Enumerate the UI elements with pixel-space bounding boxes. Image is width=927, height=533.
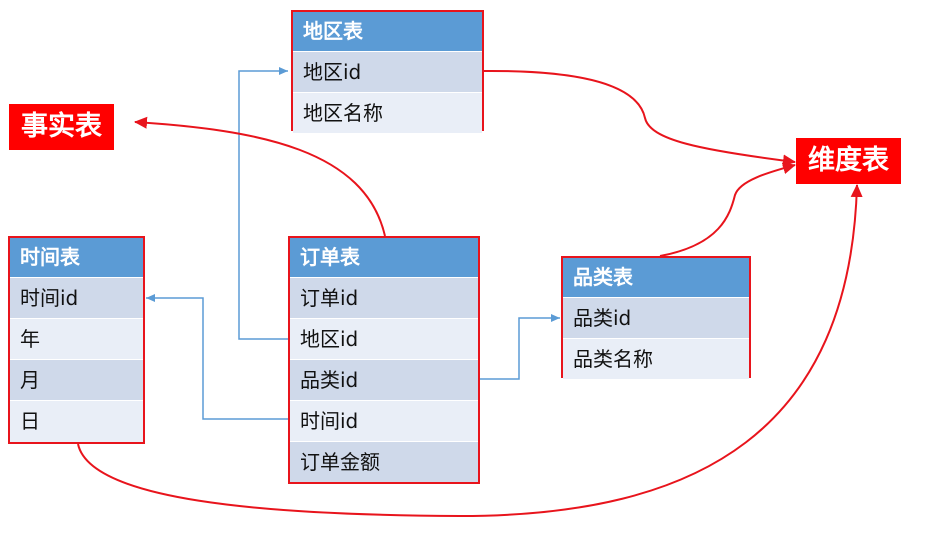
region-table-row: 地区名称 (293, 92, 482, 133)
order-table-row: 品类id (290, 359, 478, 400)
order-table-title: 订单表 (290, 238, 478, 277)
order-table-row: 订单金额 (290, 441, 478, 482)
category-table-title: 品类表 (563, 258, 749, 297)
fk-order-category (480, 314, 560, 380)
region-table-row: 地区id (293, 51, 482, 92)
arrow-region-to-dimension (483, 69, 796, 167)
order-table-row: 订单id (290, 277, 478, 318)
time-table-row: 日 (10, 400, 143, 441)
time-table-row: 月 (10, 359, 143, 400)
time-table-title: 时间表 (10, 238, 143, 277)
order-table-row: 时间id (290, 400, 478, 441)
dimension-table-label: 维度表 (796, 138, 901, 184)
fact-table-label: 事实表 (9, 104, 114, 150)
time-table: 时间表 时间id 年 月 日 (8, 236, 145, 444)
time-table-row: 时间id (10, 277, 143, 318)
arrow-time-to-dimension (77, 184, 863, 518)
order-table: 订单表 订单id 地区id 品类id 时间id 订单金额 (288, 236, 480, 484)
arrow-order-to-fact (134, 116, 386, 237)
region-table-title: 地区表 (293, 12, 482, 51)
arrow-category-to-dimension (659, 162, 796, 257)
category-table-row: 品类名称 (563, 338, 749, 379)
region-table: 地区表 地区id 地区名称 (291, 10, 484, 133)
category-table-row: 品类id (563, 297, 749, 338)
category-table: 品类表 品类id 品类名称 (561, 256, 751, 379)
fk-order-time (146, 294, 289, 420)
time-table-row: 年 (10, 318, 143, 359)
fk-order-region (238, 67, 289, 340)
order-table-row: 地区id (290, 318, 478, 359)
